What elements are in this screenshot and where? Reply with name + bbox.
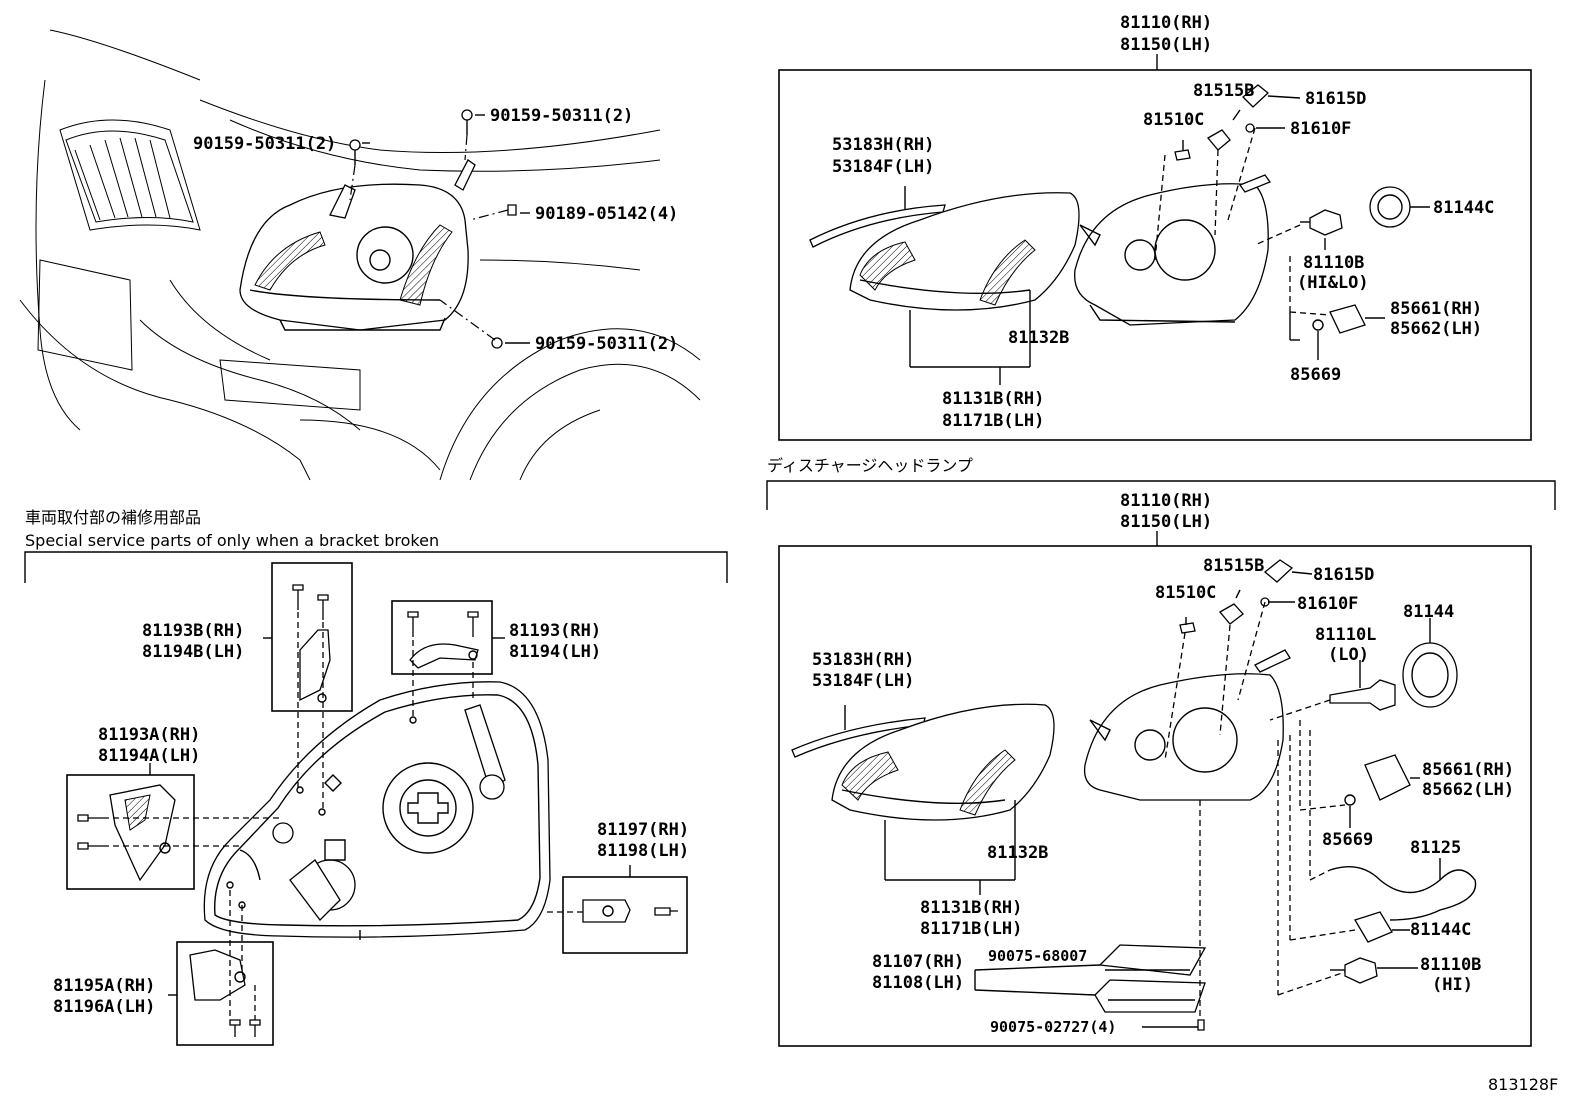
tr-81110B: 81110B	[1303, 253, 1364, 273]
headlamp-assembly-top-left	[239, 159, 476, 331]
br-81107: 81107(RH)	[872, 952, 964, 972]
bl-81193: 81193(RH)	[509, 621, 601, 641]
tr-81615D: 81615D	[1305, 89, 1366, 109]
tr-header-rh: 81110(RH)	[1120, 13, 1212, 33]
br-81510C: 81510C	[1155, 583, 1216, 603]
br-81610F: 81610F	[1297, 594, 1358, 614]
fastener-label-2: 90159-50311(2)	[490, 106, 633, 126]
br-81108: 81108(LH)	[872, 973, 964, 993]
tr-81132B: 81132B	[1008, 328, 1069, 348]
bl-housing	[203, 681, 551, 940]
br-85661: 85661(RH)	[1422, 760, 1514, 780]
br-81615D: 81615D	[1313, 565, 1374, 585]
tr-header-lh: 81150(LH)	[1120, 35, 1212, 55]
br-bracket-line	[766, 480, 1556, 510]
br-frame	[778, 545, 1532, 1047]
fastener-label-1: 90159-50311(2)	[193, 134, 336, 154]
tr-85669: 85669	[1290, 365, 1341, 385]
tr-81171B: 81171B(LH)	[942, 411, 1044, 431]
br-parts	[791, 559, 1477, 1031]
tr-hilo: (HI&LO)	[1297, 273, 1369, 293]
br-81131B: 81131B(RH)	[920, 898, 1022, 918]
bl-81193B: 81193B(RH)	[142, 621, 244, 641]
bl-title-jp: 車両取付部の補修用部品	[25, 508, 201, 527]
fastener-label-3: 90189-05142(4)	[535, 204, 678, 224]
tr-81610F: 81610F	[1290, 119, 1351, 139]
bl-81194A: 81194A(LH)	[98, 746, 200, 766]
br-81144C: 81144C	[1410, 920, 1471, 940]
tr-53184F: 53184F(LH)	[832, 157, 934, 177]
bl-81193A: 81193A(RH)	[98, 725, 200, 745]
br-lo: (LO)	[1328, 645, 1369, 665]
br-85669: 85669	[1322, 830, 1373, 850]
br-81125: 81125	[1410, 838, 1461, 858]
bl-81196A: 81196A(LH)	[53, 997, 155, 1017]
tr-81510C: 81510C	[1143, 110, 1204, 130]
bl-81197: 81197(RH)	[597, 820, 689, 840]
br-81515B: 81515B	[1203, 556, 1264, 576]
figure-id: 813128F	[1488, 1075, 1558, 1094]
bl-81198: 81198(LH)	[597, 841, 689, 861]
tr-53183H: 53183H(RH)	[832, 135, 934, 155]
bl-81195A: 81195A(RH)	[53, 976, 155, 996]
br-81144: 81144	[1403, 602, 1454, 622]
tr-frame	[778, 69, 1532, 441]
br-53184F: 53184F(LH)	[812, 671, 914, 691]
bl-box-81193A	[66, 774, 195, 890]
br-81110L: 81110L	[1315, 625, 1376, 645]
bl-title-en: Special service parts of only when a bra…	[25, 531, 439, 550]
bl-box-81195A	[176, 941, 274, 1046]
br-hi: (HI)	[1432, 975, 1473, 995]
tr-81144C: 81144C	[1433, 198, 1494, 218]
bl-81194: 81194(LH)	[509, 642, 601, 662]
bl-bracket-line	[24, 551, 728, 583]
br-title-jp: ディスチャージヘッドランプ	[767, 456, 973, 475]
bl-81194B: 81194B(LH)	[142, 642, 244, 662]
top-left-leaders	[349, 109, 530, 349]
bl-box-81197	[562, 876, 688, 954]
br-53183H: 53183H(RH)	[812, 650, 914, 670]
fastener-label-4: 90159-50311(2)	[535, 334, 678, 354]
bl-box-81193B	[271, 562, 353, 712]
tr-81515B: 81515B	[1193, 81, 1254, 101]
tr-parts	[809, 84, 1430, 385]
br-85662: 85662(LH)	[1422, 780, 1514, 800]
br-81110B: 81110B	[1420, 955, 1481, 975]
br-81171B: 81171B(LH)	[920, 919, 1022, 939]
tr-85661: 85661(RH)	[1390, 299, 1482, 319]
br-header-rh: 81110(RH)	[1120, 491, 1212, 511]
vehicle-front-illustration	[19, 29, 701, 481]
br-81132B: 81132B	[987, 843, 1048, 863]
br-90075-68007: 90075-68007	[988, 947, 1087, 965]
tr-81131B: 81131B(RH)	[942, 389, 1044, 409]
tr-85662: 85662(LH)	[1390, 319, 1482, 339]
br-header-lh: 81150(LH)	[1120, 512, 1212, 532]
br-90075-02727: 90075-02727(4)	[990, 1018, 1116, 1036]
